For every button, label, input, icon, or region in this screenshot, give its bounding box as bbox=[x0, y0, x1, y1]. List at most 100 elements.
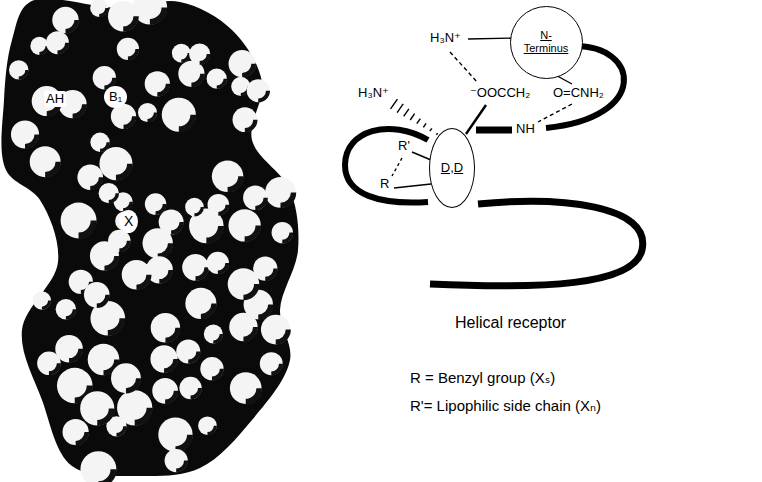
atom-sphere bbox=[37, 352, 61, 376]
atom-sphere bbox=[212, 161, 244, 193]
atom-sphere bbox=[207, 69, 227, 89]
atom-shadow bbox=[100, 142, 108, 150]
atom-sphere bbox=[145, 193, 166, 214]
atom-sphere bbox=[230, 372, 262, 404]
atom-shadow bbox=[194, 207, 202, 215]
hash-stroke bbox=[430, 128, 432, 131]
atom-sphere bbox=[138, 103, 157, 122]
atom-shadow bbox=[276, 330, 289, 343]
atom-shadow bbox=[176, 461, 186, 471]
atom-sphere bbox=[99, 183, 119, 203]
atom-sphere bbox=[151, 313, 180, 342]
atom-sphere bbox=[63, 419, 89, 445]
bond-line bbox=[466, 105, 486, 134]
atom-sphere bbox=[108, 230, 130, 252]
atom-sphere bbox=[204, 325, 223, 344]
atom-sphere bbox=[212, 161, 244, 193]
atom-sphere bbox=[56, 299, 76, 319]
atom-sphere bbox=[150, 345, 177, 372]
atom-sphere bbox=[145, 71, 170, 96]
atom-shadow bbox=[108, 318, 123, 333]
atom-sphere bbox=[117, 390, 152, 425]
atom-sphere bbox=[151, 313, 180, 342]
atom-sphere bbox=[9, 60, 28, 79]
atom-sphere bbox=[229, 313, 257, 341]
atom-sphere bbox=[229, 313, 257, 341]
atom-shadow bbox=[212, 369, 222, 379]
atom-sphere bbox=[232, 107, 257, 132]
atom-sphere bbox=[63, 419, 89, 445]
atom-sphere bbox=[150, 345, 177, 372]
node-text: N-Terminus bbox=[521, 29, 571, 54]
atom-shadow bbox=[191, 388, 200, 397]
atom-shadow bbox=[165, 391, 176, 402]
helix-ribbon bbox=[430, 201, 643, 285]
atom-sphere bbox=[46, 31, 69, 54]
hash-stroke bbox=[417, 119, 421, 124]
atom-shadow bbox=[217, 79, 226, 88]
atom-sphere bbox=[99, 147, 132, 180]
atom-shadow bbox=[191, 74, 202, 85]
atom-shadow bbox=[218, 205, 227, 214]
atom-shadow bbox=[271, 364, 281, 374]
helix-ribbon bbox=[476, 127, 512, 134]
residue-ellipse: D,D bbox=[429, 128, 475, 208]
atom-sphere bbox=[208, 194, 230, 216]
atom-shadow bbox=[76, 432, 87, 443]
atom-sphere bbox=[77, 164, 103, 190]
atom-sphere bbox=[229, 50, 256, 77]
atom-sphere bbox=[90, 133, 109, 152]
atom-sphere bbox=[247, 79, 270, 102]
atom-shadow bbox=[175, 435, 190, 450]
atom-sphere bbox=[46, 31, 69, 54]
atom-sphere bbox=[99, 183, 119, 203]
atom-sphere bbox=[176, 339, 200, 363]
atom-shadow bbox=[42, 300, 50, 308]
atom-shadow bbox=[98, 469, 113, 482]
group-label: O=CNH₂ bbox=[553, 86, 604, 100]
atom-sphere bbox=[117, 390, 152, 425]
atom-sphere bbox=[11, 120, 39, 148]
group-label: NH bbox=[516, 122, 535, 136]
atom-sphere bbox=[56, 299, 76, 319]
atom-sphere bbox=[172, 44, 191, 63]
atom-shadow bbox=[255, 198, 265, 208]
atom-shadow bbox=[243, 327, 255, 339]
hashed-wedge bbox=[391, 99, 438, 135]
atom-sphere bbox=[159, 210, 184, 235]
group-label: ⁻OOCCH₂ bbox=[470, 86, 530, 100]
atom-shadow bbox=[104, 256, 116, 268]
atom-sphere bbox=[80, 391, 114, 425]
atom-sphere bbox=[185, 198, 204, 217]
atom-shadow bbox=[69, 349, 81, 361]
atom-sphere bbox=[159, 210, 184, 235]
hydrogen-bond bbox=[538, 104, 572, 122]
atom-sphere bbox=[200, 357, 223, 380]
atom-sphere bbox=[265, 177, 296, 208]
atom-shadow bbox=[79, 220, 94, 235]
atom-shadow bbox=[246, 388, 259, 401]
atom-shadow bbox=[156, 204, 165, 213]
atom-shadow bbox=[158, 243, 171, 256]
atom-sphere bbox=[52, 7, 78, 33]
atom-sphere bbox=[152, 378, 178, 404]
atom-sphere bbox=[243, 186, 267, 210]
atom-sphere bbox=[90, 0, 108, 17]
region-label: B₁ bbox=[104, 86, 127, 108]
atom-shadow bbox=[242, 64, 254, 76]
atom-sphere bbox=[272, 222, 293, 243]
atom-sphere bbox=[189, 43, 210, 64]
atom-shadow bbox=[280, 192, 293, 205]
atom-shadow bbox=[150, 7, 165, 22]
group-label: H₃N⁺ bbox=[358, 86, 389, 100]
atom-sphere bbox=[189, 43, 210, 64]
atom-shadow bbox=[245, 225, 259, 239]
atom-shadow bbox=[201, 303, 214, 316]
atom-shadow bbox=[135, 408, 150, 423]
group-label: H₃N⁺ bbox=[430, 31, 461, 45]
atom-sphere bbox=[229, 50, 256, 77]
atom-shadow bbox=[164, 359, 176, 371]
atom-sphere bbox=[158, 417, 192, 451]
atom-shadow bbox=[136, 275, 149, 288]
atom-sphere bbox=[152, 378, 178, 404]
